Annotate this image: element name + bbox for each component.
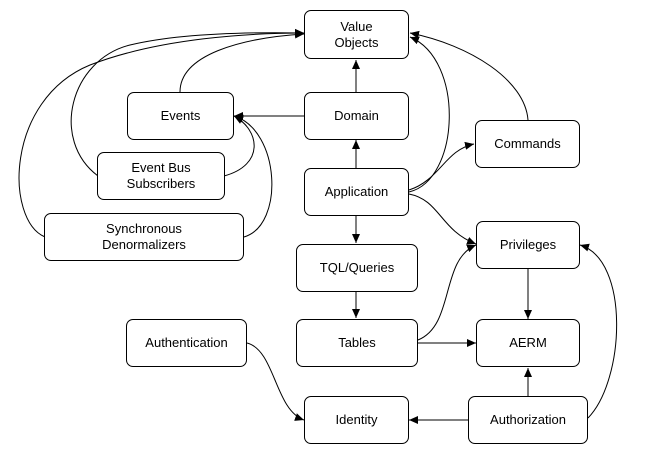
edge-authentication-to-identity (246, 342, 305, 421)
node-commands[interactable]: Commands (475, 120, 580, 168)
node-identity[interactable]: Identity (304, 396, 409, 444)
node-privileges[interactable]: Privileges (476, 221, 580, 269)
node-privileges-label: Privileges (499, 237, 557, 252)
edge-authorization-to-privileges (579, 243, 618, 419)
edge-synchronous-denormalizers-to-events (233, 114, 273, 238)
node-events-label: Events (160, 108, 201, 123)
node-application-label: Application (324, 184, 389, 199)
edge-events-to-value-objects (179, 30, 305, 93)
node-synchronous-denormalizers-label: Synchronous Denormalizers (102, 221, 186, 252)
node-tables-label: Tables (338, 335, 376, 350)
node-event-bus-subscribers[interactable]: Event Bus Subscribers (97, 152, 225, 200)
node-value-objects[interactable]: Value Objects (304, 10, 409, 59)
node-identity-label: Identity (335, 412, 378, 427)
node-domain[interactable]: Domain (304, 92, 409, 140)
node-aerm[interactable]: AERM (476, 319, 580, 367)
node-tql-queries[interactable]: TQL/Queries (296, 244, 418, 292)
node-tql-queries-label: TQL/Queries (319, 260, 395, 275)
edge-tables-to-privileges (417, 244, 477, 341)
edge-application-to-commands (408, 141, 475, 191)
edge-synchronous-denormalizers-to-value-objects (18, 29, 305, 238)
edge-commands-to-value-objects (409, 30, 529, 121)
edge-application-to-value-objects (408, 36, 450, 193)
node-authentication-label: Authentication (145, 335, 228, 350)
node-synchronous-denormalizers[interactable]: Synchronous Denormalizers (44, 213, 244, 261)
node-application[interactable]: Application (304, 168, 409, 216)
node-events[interactable]: Events (127, 92, 234, 140)
edge-event-bus-subscribers-to-value-objects (70, 28, 305, 177)
node-domain-label: Domain (334, 108, 379, 123)
node-authentication[interactable]: Authentication (126, 319, 247, 367)
node-authorization-label: Authorization (490, 412, 566, 427)
node-value-objects-label: Value Objects (334, 18, 379, 50)
node-commands-label: Commands (494, 136, 561, 151)
edge-application-to-privileges (408, 193, 477, 245)
node-event-bus-subscribers-label: Event Bus Subscribers (126, 160, 196, 191)
node-tables[interactable]: Tables (296, 319, 418, 367)
node-aerm-label: AERM (509, 335, 547, 350)
node-authorization[interactable]: Authorization (468, 396, 588, 444)
